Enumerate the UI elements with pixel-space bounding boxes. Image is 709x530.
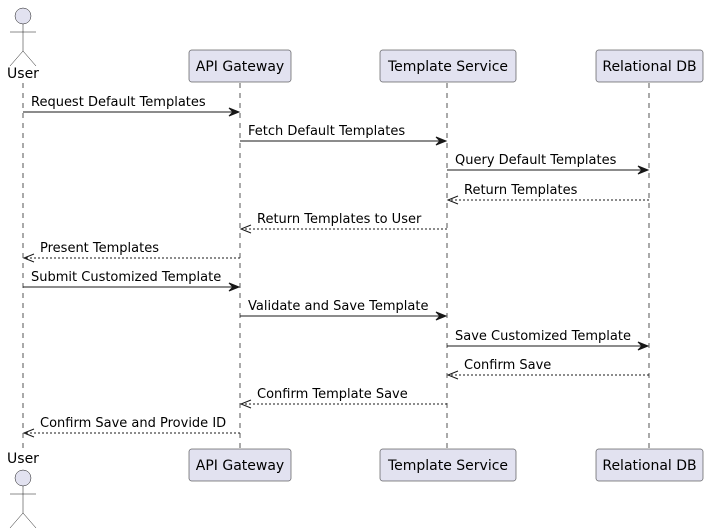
arrowhead-filled: [637, 165, 650, 175]
message-9: Save Customized Template: [447, 329, 650, 351]
message-3: Query Default Templates: [447, 153, 650, 175]
message-8: Validate and Save Template: [240, 299, 448, 321]
message-6: Present Templates: [22, 241, 240, 263]
message-label: Request Default Templates: [31, 95, 206, 110]
participant-gateway-bottom: API Gateway: [188, 448, 292, 482]
participant-gateway-top: API Gateway: [188, 49, 292, 83]
participant-label: API Gateway: [196, 458, 284, 474]
message-1: Request Default Templates: [23, 95, 241, 117]
message-label: Query Default Templates: [455, 153, 617, 168]
arrowhead-filled: [228, 282, 241, 292]
arrowhead-open: [22, 428, 35, 438]
message-label: Return Templates: [464, 183, 578, 198]
message-label: Fetch Default Templates: [248, 124, 405, 139]
actor-icon: [9, 469, 37, 529]
participant-box: [188, 49, 292, 83]
message-label: Return Templates to User: [257, 212, 422, 227]
message-label: Save Customized Template: [455, 329, 631, 344]
participant-box: [188, 448, 292, 482]
participant-label: Template Service: [387, 59, 508, 75]
message-label: Validate and Save Template: [248, 299, 428, 314]
arrowhead-open: [446, 195, 459, 205]
arrowhead-filled: [435, 311, 448, 321]
message-label: Submit Customized Template: [31, 270, 221, 285]
participant-template-top: Template Service: [379, 49, 517, 83]
message-4: Return Templates: [446, 183, 649, 205]
participant-db-bottom: Relational DB: [595, 448, 704, 482]
participant-db-top: Relational DB: [595, 49, 704, 83]
lifelines: [22, 83, 650, 449]
participant-box: [379, 448, 517, 482]
actor-icon: [9, 7, 37, 67]
message-label: Confirm Template Save: [257, 387, 408, 402]
arrowhead-open: [446, 370, 459, 380]
participant-label: API Gateway: [196, 59, 284, 75]
participant-label: Template Service: [387, 458, 508, 474]
message-2: Fetch Default Templates: [240, 124, 448, 146]
participant-label: Relational DB: [602, 458, 696, 474]
arrowhead-filled: [435, 136, 448, 146]
arrowhead-open: [239, 399, 252, 409]
participant-box: [595, 448, 704, 482]
participant-box: [595, 49, 704, 83]
participant-template-bottom: Template Service: [379, 448, 517, 482]
participant-label-user: User: [7, 66, 39, 82]
message-label: Confirm Save: [464, 358, 551, 373]
message-label: Present Templates: [40, 241, 159, 256]
arrowhead-filled: [228, 107, 241, 117]
participant-label-user-bottom: User: [7, 451, 39, 467]
message-12: Confirm Save and Provide ID: [22, 416, 240, 438]
message-label: Confirm Save and Provide ID: [40, 416, 226, 431]
message-5: Return Templates to User: [239, 212, 447, 234]
participant-box: [379, 49, 517, 83]
arrowhead-open: [22, 253, 35, 263]
message-7: Submit Customized Template: [23, 270, 241, 292]
participant-label: Relational DB: [602, 59, 696, 75]
arrowhead-filled: [637, 341, 650, 351]
message-11: Confirm Template Save: [239, 387, 447, 409]
arrowhead-open: [239, 224, 252, 234]
message-10: Confirm Save: [446, 358, 649, 380]
